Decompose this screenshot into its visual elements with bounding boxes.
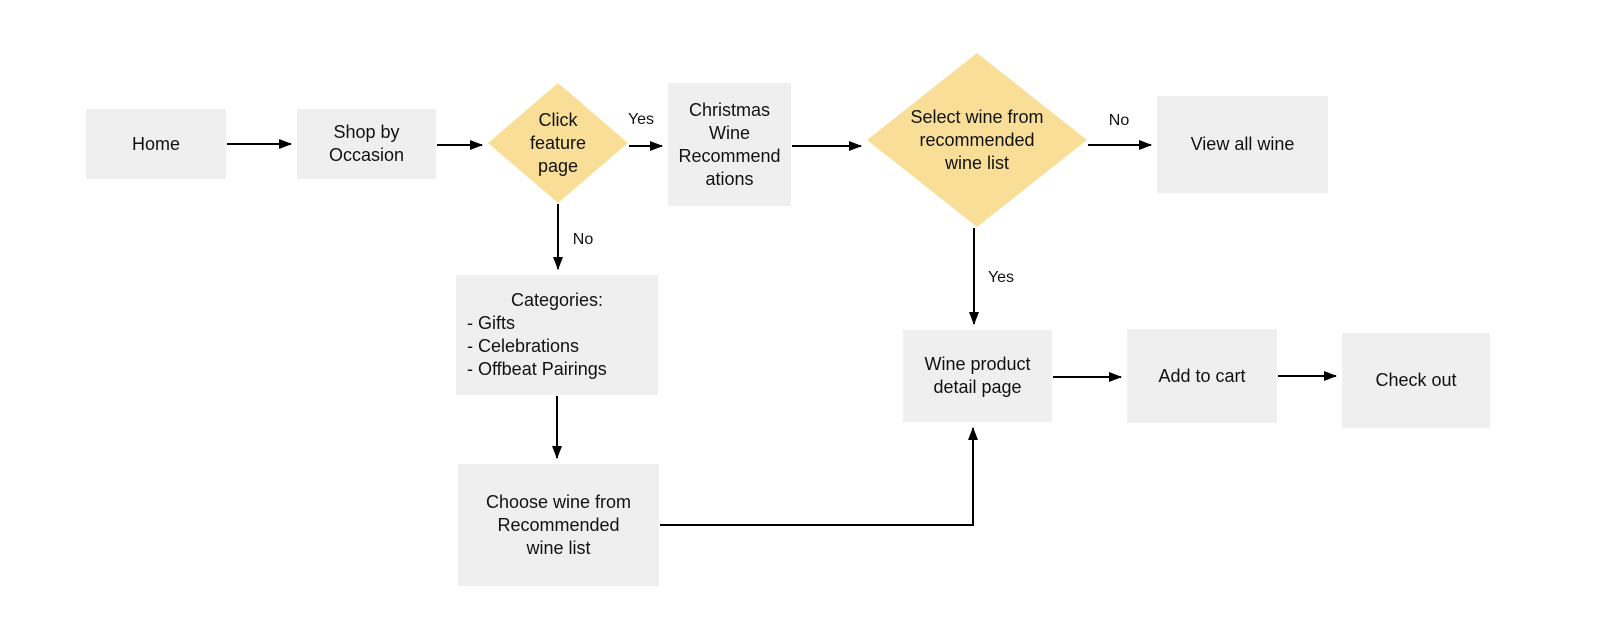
node-label-line: Occasion: [328, 145, 405, 165]
node-label-line: - Gifts: [467, 313, 515, 333]
connector-choose-wine-to-wine-detail: [660, 427, 978, 526]
node-label-line: Christmas: [688, 99, 770, 120]
node-label-line: Select wine from: [910, 106, 1044, 127]
node-label-line: Recommended: [497, 514, 620, 535]
decision-shape-click-feature-page: [488, 83, 628, 203]
node-label-line: Categories:: [510, 290, 604, 310]
node-label-line: wine list: [526, 537, 591, 558]
node-label-line: Click: [538, 109, 578, 130]
node-label-line: Shop by: [333, 122, 400, 142]
node-label-line: detail page: [933, 377, 1022, 397]
step-add-to-cart: Add to cart: [1127, 329, 1277, 423]
node-label-line: Choose wine from: [485, 491, 632, 512]
edge-label-click-feature-page-yes: Yes: [627, 111, 655, 128]
node-label-line: Add to cart: [1158, 365, 1246, 386]
node-label-line: Wine: [708, 122, 750, 143]
step-home: Home: [86, 109, 226, 179]
node-label-line: Check out: [1375, 370, 1457, 390]
edge-label-select-wine-no: No: [1108, 112, 1130, 129]
node-label-line: Home: [131, 133, 180, 154]
node-label-line: Recommend: [678, 145, 781, 166]
node-label-line: wine list: [944, 152, 1010, 173]
node-label-line: - Celebrations: [467, 336, 580, 356]
node-label-line: - Offbeat Pairings: [467, 359, 607, 379]
node-label-line: feature: [529, 132, 587, 153]
node-label-line: recommended: [919, 129, 1035, 150]
edge-label-select-wine-yes: Yes: [987, 269, 1015, 286]
step-wine-product-detail-page: Wine product detail page: [903, 330, 1052, 422]
step-view-all-wine: View all wine: [1157, 96, 1328, 193]
step-shop-by-occasion: Shop by Occasion: [297, 109, 436, 179]
node-label-line: page: [537, 155, 579, 176]
node-label-line: View all wine: [1190, 134, 1295, 154]
node-label-line: Wine product: [924, 354, 1031, 374]
node-label-line: ations: [705, 168, 754, 189]
decision-shape-select-wine-from-recommended-wine-list: [867, 53, 1087, 227]
step-check-out: Check out: [1342, 333, 1490, 428]
step-categories: Categories: - Gifts - Celebrations - Offbea…: [456, 275, 658, 395]
edge-label-click-feature-page-no: No: [572, 231, 594, 248]
